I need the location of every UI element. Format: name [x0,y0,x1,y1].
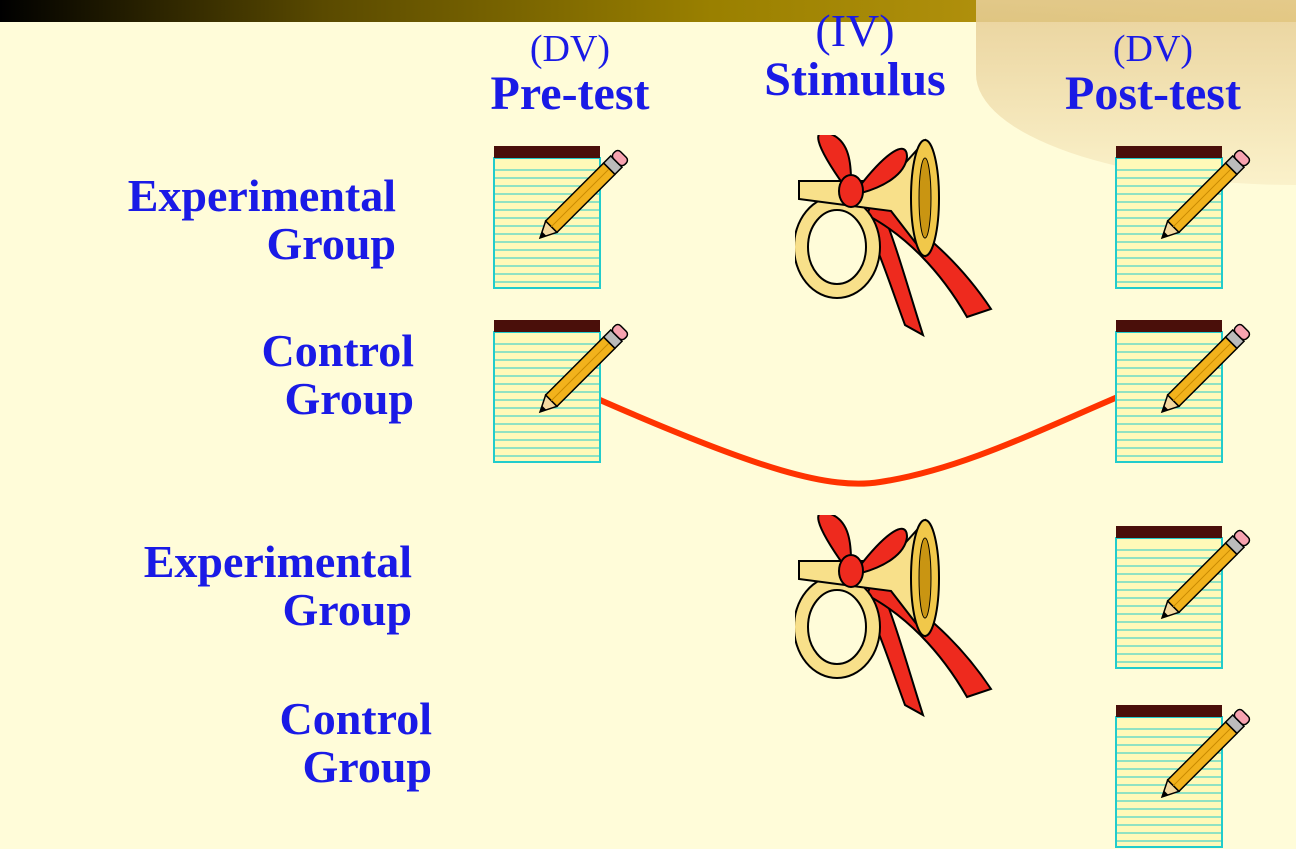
notepad-pencil-icon [493,146,631,289]
group-label-line2: Group [284,373,414,425]
group-label-line2: Group [282,584,412,636]
group-label-line1: Experimental [127,170,396,221]
group-label-experimental-2: Experimental Group [32,536,412,636]
title-bar-gradient [0,0,1296,22]
horn-with-bow-icon [795,135,1000,345]
group-label-line1: Control [279,693,433,744]
header-posttest: (DV) Post-test [1015,30,1291,118]
pretest-posttest-connector [597,393,1123,487]
group-label-line1: Experimental [143,536,412,587]
header-stimulus: (IV) Stimulus [720,8,990,104]
notepad-pencil-icon [1115,320,1253,463]
group-label-control-2: Control Group [170,693,433,793]
stimulus-title: Stimulus [764,53,946,106]
header-pretest: (DV) Pre-test [455,30,685,118]
posttest-variable-label: (DV) [1112,28,1194,70]
pretest-title: Pre-test [490,67,650,120]
stimulus-variable-label: (IV) [815,5,895,56]
group-label-line2: Group [266,218,396,270]
notepad-pencil-icon [493,320,631,463]
notepad-pencil-icon [1115,705,1253,848]
posttest-title: Post-test [1065,67,1241,120]
notepad-pencil-icon [1115,526,1253,669]
group-label-control-1: Control Group [150,325,415,425]
group-label-experimental-1: Experimental Group [18,170,396,270]
notepad-pencil-icon [1115,146,1253,289]
group-label-line2: Group [302,741,432,793]
horn-with-bow-icon [795,515,1000,725]
pretest-variable-label: (DV) [529,28,611,70]
group-label-line1: Control [261,325,415,376]
